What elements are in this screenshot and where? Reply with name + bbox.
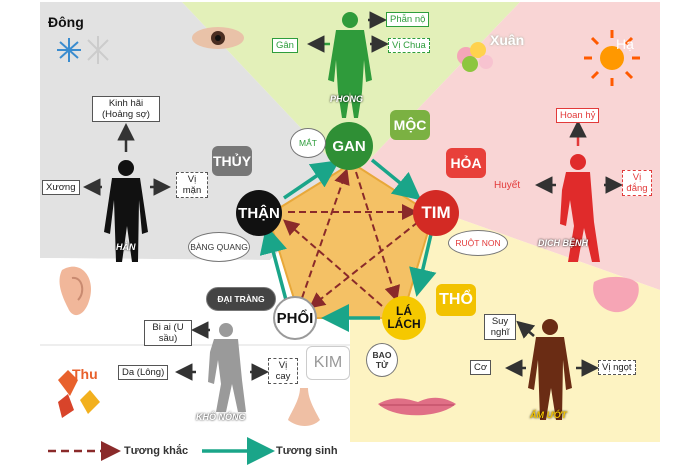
- earth-arrow-emotion: [516, 320, 536, 339]
- restrain-arrow-lung-liver: [301, 168, 350, 299]
- water-taste: Vị mặn: [176, 172, 208, 198]
- earth-emotion: Suy nghĩ: [484, 314, 516, 340]
- metal-tissue: Da (Lông): [118, 365, 169, 380]
- element-water: THỦY: [212, 146, 252, 176]
- generate-arrow-liver-heart: [370, 158, 422, 201]
- fire-emotion: Hoan hỷ: [556, 108, 600, 123]
- organ-spleen: LÁ LÁCH: [382, 296, 426, 340]
- generate-arrow-heart-spleen: [409, 229, 437, 297]
- metal-figure: [208, 323, 246, 412]
- legend-generate-label: Tương sinh: [276, 445, 338, 457]
- snowflake-icon: [57, 38, 81, 62]
- season-spring: Xuân: [490, 32, 525, 48]
- earth-paired-organ: BAO TỬ: [366, 343, 398, 377]
- wood-climate: PHONG: [330, 94, 364, 104]
- ear-icon: [59, 266, 92, 316]
- earth-climate: ẨM ƯỚT: [530, 410, 567, 420]
- generate-arrow-kidney-liver: [283, 160, 340, 200]
- season-winter: Đông: [48, 14, 84, 30]
- sun-icon: [584, 30, 640, 86]
- generate-arrow-lung-kidney: [259, 225, 288, 301]
- season-summer: Hạ: [616, 36, 634, 52]
- metal-taste: Vị cay: [268, 358, 298, 384]
- flower-icon: [457, 42, 493, 72]
- earth-figure: [528, 319, 572, 420]
- element-wood: MỘC: [390, 110, 430, 140]
- element-earth: THỔ: [436, 284, 476, 316]
- fire-paired-organ: RUỘT NON: [448, 230, 508, 256]
- organ-liver: GAN: [325, 122, 373, 170]
- legend-restrain-label: Tương khắc: [124, 445, 189, 457]
- tongue-icon: [593, 276, 639, 313]
- lips-icon: [378, 397, 456, 416]
- metal-paired-organ: ĐẠI TRÀNG: [206, 287, 276, 311]
- autumn-leaves-icon: [58, 370, 100, 418]
- wood-tissue: Gân: [272, 38, 298, 53]
- water-figure: [104, 160, 148, 262]
- earth-tissue: Cơ: [470, 360, 492, 375]
- eye-icon: [192, 27, 244, 49]
- organ-lung: PHỔI: [273, 296, 317, 340]
- nose-icon: [288, 388, 320, 426]
- fire-tissue: Huyết: [494, 180, 521, 191]
- fire-climate: DỊCH BỆNH: [538, 238, 589, 248]
- element-fire: HỎA: [446, 148, 486, 178]
- organ-heart: TIM: [413, 190, 459, 236]
- water-tissue: Xương: [42, 180, 80, 195]
- wood-emotion: Phẫn nộ: [386, 12, 430, 27]
- element-metal: KIM: [306, 346, 350, 380]
- water-climate: HÀN: [116, 242, 136, 252]
- water-emotion: Kinh hãi (Hoảng sợ): [92, 96, 160, 122]
- organ-kidney: THẬN: [236, 190, 282, 236]
- wood-taste: Vị Chua: [388, 38, 430, 53]
- wood-figure: [328, 12, 372, 118]
- fire-taste: Vị đắng: [622, 170, 652, 196]
- metal-climate: KHÔ NÓNG: [196, 412, 246, 422]
- fire-figure: [560, 154, 600, 262]
- snowflake-icon: [87, 36, 109, 64]
- earth-taste: Vị ngọt: [598, 360, 636, 375]
- restrain-arrow-liver-spleen: [355, 171, 400, 302]
- restrain-arrow-heart-lung: [308, 221, 419, 309]
- wood-sense-organ: MẮT: [290, 128, 326, 158]
- season-autumn: Thu: [72, 366, 98, 382]
- metal-emotion: Bi ai (U sầu): [144, 320, 192, 346]
- water-paired-organ: BÀNG QUANG: [188, 232, 250, 262]
